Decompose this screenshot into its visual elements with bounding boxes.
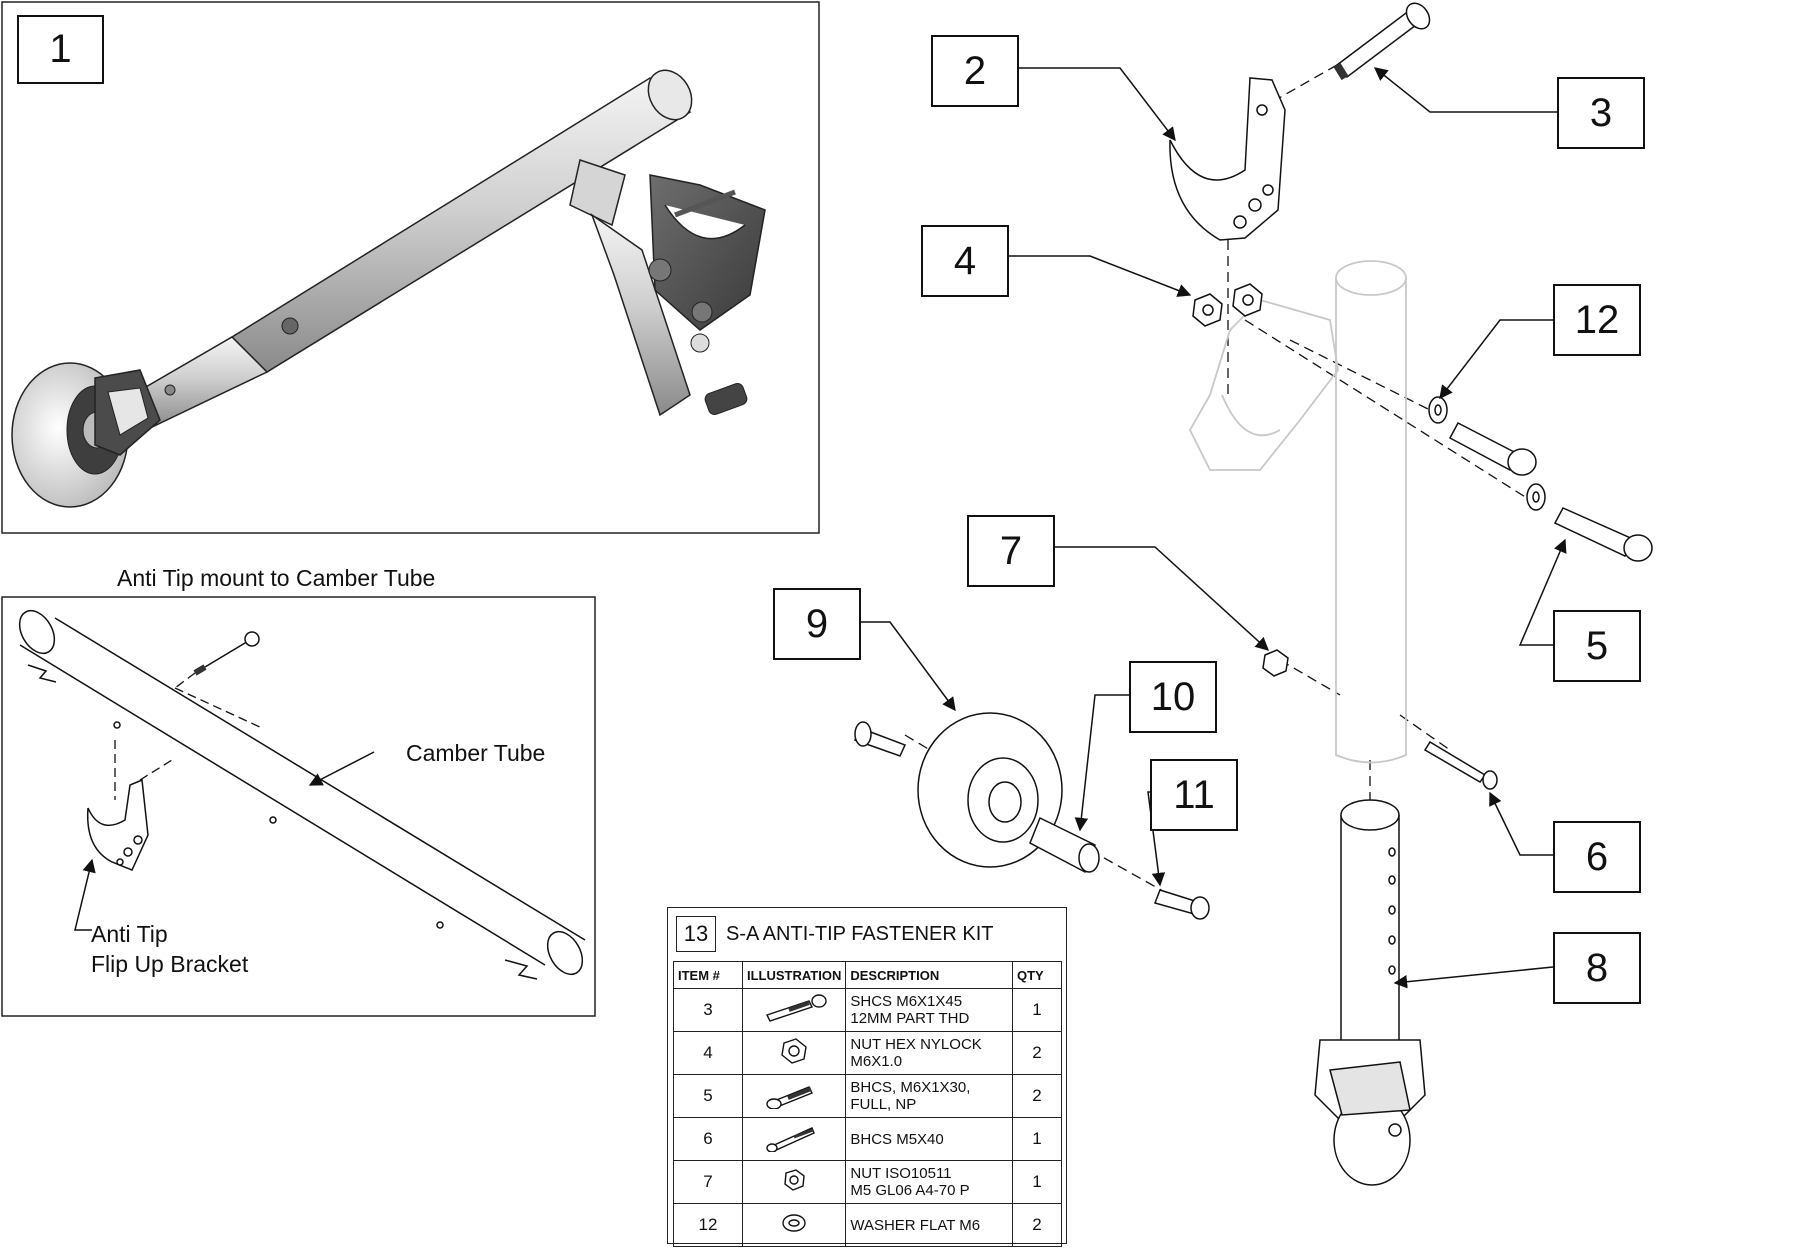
item-qty: 2: [1012, 1031, 1062, 1075]
item-qty: 1: [1012, 1117, 1062, 1161]
item-description: SHCS M6X1X45 12MM PART THD: [845, 988, 1013, 1032]
kit-title: S-A ANTI-TIP FASTENER KIT: [726, 922, 994, 945]
camber-mount-screw: [193, 631, 260, 676]
item-qty: 2: [1012, 1203, 1062, 1247]
item7-nut: [1262, 649, 1289, 677]
callout-5: 5: [1553, 610, 1641, 682]
bracket-leader: [74, 858, 96, 931]
item12-washers: [1428, 396, 1546, 511]
item-description: BHCS, M6X1X30, FULL, NP: [845, 1074, 1013, 1118]
callout-3: 3: [1557, 77, 1645, 149]
item11-screw: [1154, 889, 1210, 920]
item4-hex-nuts: [1192, 283, 1263, 327]
item-description: NUT ISO10511 M5 GL06 A4-70 P: [845, 1160, 1013, 1204]
camber-mount-dashed-axes: [114, 672, 263, 800]
kit-header: 13 S-A ANTI-TIP FASTENER KIT: [676, 916, 993, 952]
callout-4: 4: [921, 225, 1009, 297]
shcs-screw-icon: [766, 994, 827, 1022]
item10-spacer: [1029, 816, 1100, 874]
table-row: 12 WASHER FLAT M6 2: [673, 1203, 1062, 1247]
hex-nut-icon: [781, 1038, 807, 1064]
col-description: DESCRIPTION: [845, 961, 1013, 989]
callout-12: 12: [1553, 284, 1641, 356]
item-qty: 1: [1012, 988, 1062, 1032]
table-row: 5 BHCS, M6X1X30, FULL, NP 2: [673, 1074, 1062, 1118]
flip-up-bracket-small: [86, 778, 149, 871]
item-number: 5: [673, 1074, 743, 1118]
item6-bhcs-screw: [1423, 740, 1498, 790]
callout-8: 8: [1553, 932, 1641, 1004]
mount-panel-frame: [1, 596, 596, 1017]
assembled-anti-tip: [11, 69, 766, 508]
ghost-camber-tube: [1188, 260, 1407, 764]
callout-2: 2: [931, 35, 1019, 107]
item2-flip-up-bracket: [1169, 77, 1286, 241]
table-row: 4 NUT HEX NYLOCK M6X1.0 2: [673, 1031, 1062, 1075]
leader-lines: [859, 67, 1567, 989]
callout-7: 7: [967, 515, 1055, 587]
col-qty: QTY: [1012, 961, 1062, 989]
kit-number: 13: [676, 916, 716, 952]
item9-wheel: [854, 712, 1063, 868]
camber-tube-label: Camber Tube: [406, 740, 546, 766]
callout-11: 11: [1150, 759, 1238, 831]
camber-tube-leader: [308, 751, 375, 786]
mount-panel-title: Anti Tip mount to Camber Tube: [117, 565, 436, 591]
item-number: 3: [673, 988, 743, 1032]
item-number: 7: [673, 1160, 743, 1204]
callout-9: 9: [773, 588, 861, 660]
table-row: 7 NUT ISO10511 M5 GL06 A4-70 P 1: [673, 1160, 1062, 1204]
item-description: BHCS M5X40: [845, 1117, 1013, 1161]
kit-header-row: ITEM # ILLUSTRATION DESCRIPTION QTY: [673, 961, 1062, 989]
kit-parts-table: ITEM # ILLUSTRATION DESCRIPTION QTY 3 SH…: [673, 961, 1062, 1247]
bhcs-long-screw-icon: [766, 1127, 816, 1153]
item5-bhcs-screws: [1448, 421, 1653, 562]
table-row: 3 SHCS M6X1X45 12MM PART THD 1: [673, 988, 1062, 1032]
item8-extension-tube: [1314, 799, 1426, 1186]
item-qty: 1: [1012, 1160, 1062, 1204]
assembly-panel-frame: [1, 1, 820, 534]
callout-6: 6: [1553, 821, 1641, 893]
bracket-label-line2: Flip Up Bracket: [91, 951, 249, 977]
item-number: 4: [673, 1031, 743, 1075]
bracket-label-line1: Anti Tip: [91, 921, 168, 947]
item3-shcs-screw: [1333, 2, 1431, 81]
bhcs-screw-icon: [766, 1086, 814, 1110]
col-item: ITEM #: [673, 961, 743, 989]
small-nut-icon: [784, 1169, 805, 1191]
item-description: NUT HEX NYLOCK M6X1.0: [845, 1031, 1013, 1075]
fastener-kit-table: 13 S-A ANTI-TIP FASTENER KIT ITEM # ILLU…: [667, 907, 1067, 1247]
table-row: 6 BHCS M5X40 1: [673, 1117, 1062, 1161]
item-number: 12: [673, 1203, 743, 1247]
item-number: 6: [673, 1117, 743, 1161]
callout-10: 10: [1129, 661, 1217, 733]
col-illustration: ILLUSTRATION: [741, 961, 847, 989]
item-description: WASHER FLAT M6: [845, 1203, 1013, 1247]
item-qty: 2: [1012, 1074, 1062, 1118]
flat-washer-icon: [782, 1214, 806, 1232]
callout-1: 1: [17, 15, 104, 84]
